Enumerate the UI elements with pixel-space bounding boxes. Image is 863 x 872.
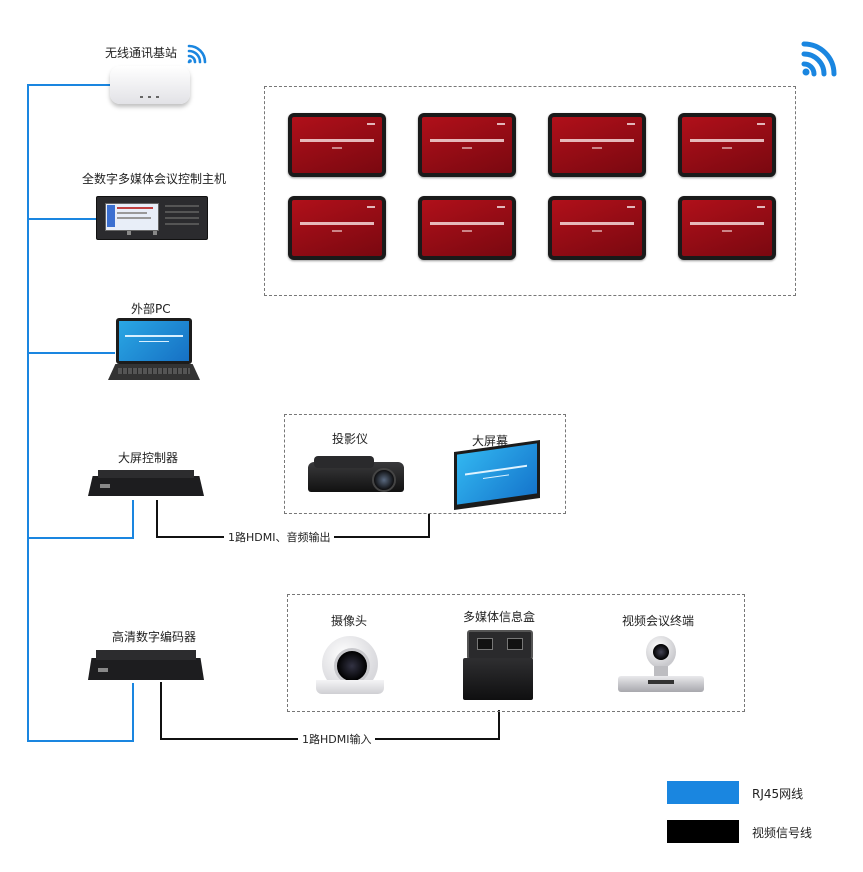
rj45-link-encoder-up	[132, 683, 134, 742]
rj45-link-base	[27, 84, 111, 86]
hd-encoder-device	[88, 650, 204, 682]
screen-controller-label: 大屏控制器	[118, 451, 179, 465]
rj45-link-host	[27, 218, 97, 220]
tablet-2	[418, 113, 516, 177]
big-screen-label: 大屏幕	[472, 434, 509, 448]
rj45-backbone	[27, 84, 29, 742]
projector-device	[308, 452, 404, 494]
video-line-out-v2	[428, 514, 430, 538]
tablet-3	[548, 113, 646, 177]
video-line-in-v2	[498, 710, 500, 740]
control-host-label: 全数字多媒体会议控制主机	[82, 172, 227, 186]
camera-label: 摄像头	[331, 614, 368, 628]
wifi-icon-large	[801, 41, 837, 77]
info-box-label: 多媒体信息盒	[463, 610, 536, 624]
video-terminal-device	[618, 636, 704, 696]
tablet-1	[288, 113, 386, 177]
input-group-frame	[287, 594, 745, 712]
tablet-7	[548, 196, 646, 260]
tablet-4	[678, 113, 776, 177]
wireless-base-label: 无线通讯基站	[105, 46, 178, 60]
rj45-link-screen-ctrl-up	[132, 500, 134, 539]
display-group-frame	[284, 414, 566, 514]
wifi-icon	[187, 44, 207, 64]
legend-video-label: 视频信号线	[752, 826, 813, 840]
tablet-5	[288, 196, 386, 260]
control-host-device	[96, 196, 208, 240]
external-pc-label: 外部PC	[131, 302, 171, 316]
big-screen-device	[454, 439, 540, 511]
legend-video-swatch	[667, 820, 739, 843]
screen-controller-device	[88, 470, 204, 500]
hdmi-audio-out-label: 1路HDMI、音频输出	[224, 529, 335, 545]
video-line-out-v1	[156, 500, 158, 538]
info-box-device	[463, 630, 533, 702]
rj45-link-encoder	[27, 740, 134, 742]
video-terminal-label: 视频会议终端	[622, 614, 695, 628]
legend-rj45-swatch	[667, 781, 739, 804]
external-pc-laptop	[108, 318, 200, 384]
tablet-6	[418, 196, 516, 260]
wireless-base-device	[110, 66, 190, 104]
tablet-8	[678, 196, 776, 260]
tablet-group-frame	[264, 86, 796, 296]
legend-rj45-label: RJ45网线	[752, 787, 804, 801]
projector-label: 投影仪	[332, 432, 369, 446]
camera-device	[316, 636, 384, 696]
video-line-in-v1	[160, 682, 162, 740]
rj45-link-screen-ctrl	[27, 537, 134, 539]
rj45-link-pc	[27, 352, 115, 354]
hdmi-in-label: 1路HDMI输入	[298, 731, 376, 747]
hd-encoder-label: 高清数字编码器	[112, 630, 197, 644]
